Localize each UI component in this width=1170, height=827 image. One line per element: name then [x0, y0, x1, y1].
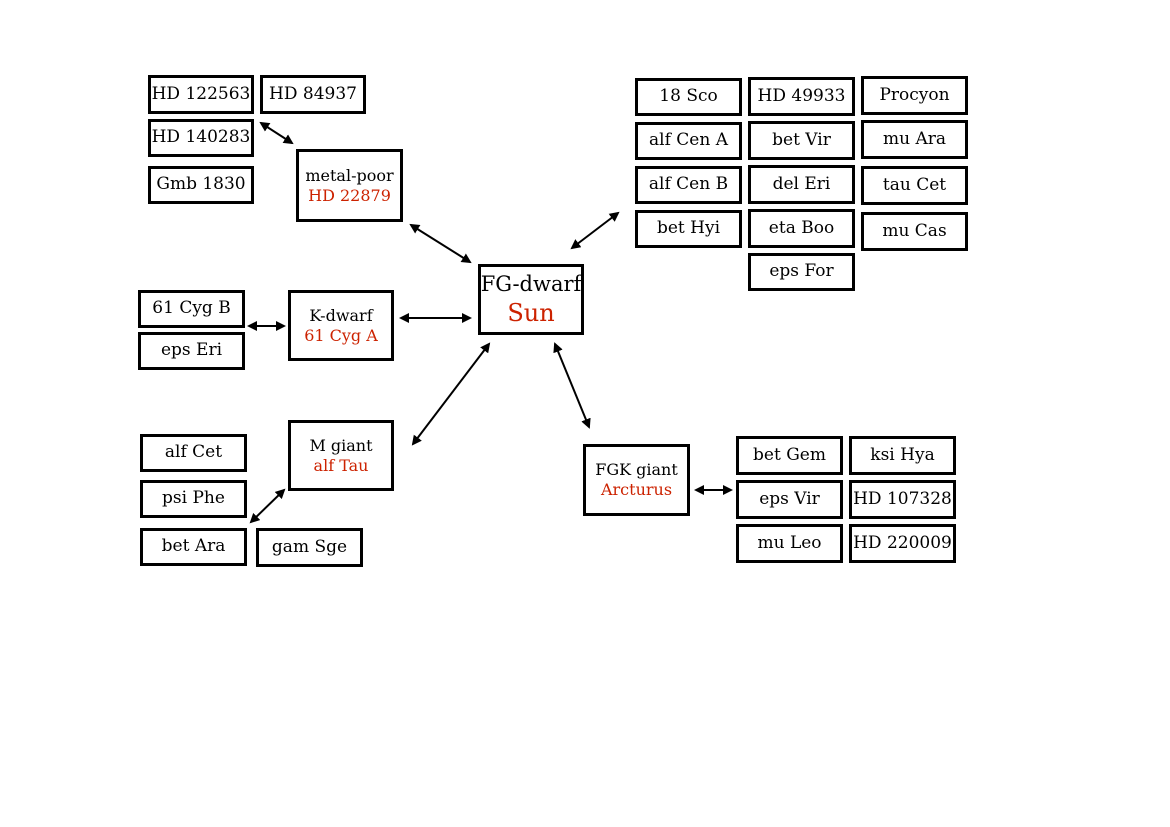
star-box: Procyon	[861, 76, 968, 115]
star-box: HD 49933	[748, 77, 855, 116]
star-label: bet Hyi	[656, 218, 721, 239]
star-box: HD 84937	[260, 75, 366, 114]
star-label: eps Vir	[759, 488, 820, 509]
fg-dwarf-node: FG-dwarf Sun	[478, 264, 584, 335]
star-box: eta Boo	[748, 209, 855, 248]
star-label: ksi Hya	[870, 444, 935, 465]
m-giant-title: M giant	[309, 435, 373, 455]
star-box: bet Ara	[140, 528, 247, 566]
star-box: HD 140283	[148, 119, 254, 157]
star-label: HD 122563	[151, 83, 251, 104]
star-box: eps Vir	[736, 480, 843, 519]
star-label: Procyon	[879, 84, 950, 105]
star-box: HD 220009	[849, 524, 956, 563]
star-label: mu Leo	[757, 532, 822, 553]
arrow-sun-metal-poor	[409, 223, 472, 264]
arrow-sun-fgk-giant	[553, 342, 591, 429]
star-box: HD 122563	[148, 75, 254, 114]
star-label: HD 107328	[853, 488, 952, 509]
star-box: bet Gem	[736, 436, 843, 475]
arrow-sun-m-giant	[411, 342, 491, 446]
star-label: psi Phe	[162, 488, 225, 509]
star-box: gam Sge	[256, 528, 363, 567]
star-label: HD 49933	[757, 85, 846, 106]
arrow-metal-poor-members	[259, 121, 294, 145]
star-box: HD 107328	[849, 480, 956, 519]
star-label: alf Cet	[164, 442, 223, 463]
star-box: alf Cet	[140, 434, 247, 472]
m-giant-node: M giant alf Tau	[288, 420, 394, 491]
fg-dwarf-title: FG-dwarf	[480, 272, 582, 297]
star-box: mu Leo	[736, 524, 843, 563]
star-label: 18 Sco	[659, 86, 718, 107]
sun-label: Sun	[507, 298, 555, 327]
star-box: eps For	[748, 253, 855, 291]
k-dwarf-node: K-dwarf 61 Cyg A	[288, 290, 394, 361]
star-label: eta Boo	[768, 217, 835, 238]
star-label: mu Ara	[882, 128, 946, 149]
star-label: Gmb 1830	[156, 174, 246, 195]
star-box: psi Phe	[140, 480, 247, 518]
metal-poor-representative: HD 22879	[308, 185, 391, 205]
fgk-giant-node: FGK giant Arcturus	[583, 444, 690, 516]
star-box: eps Eri	[138, 332, 245, 370]
star-label: bet Gem	[753, 444, 826, 465]
star-label: gam Sge	[271, 536, 348, 557]
arrow-m-giant-members	[249, 488, 286, 524]
star-box: bet Hyi	[635, 210, 742, 248]
star-box: mu Ara	[861, 120, 968, 159]
star-box: 18 Sco	[635, 78, 742, 116]
fgk-giant-title: FGK giant	[595, 460, 678, 479]
star-box: bet Vir	[748, 121, 855, 160]
metal-poor-title: metal-poor	[305, 165, 394, 185]
m-giant-representative: alf Tau	[313, 455, 369, 475]
star-box: alf Cen B	[635, 166, 742, 204]
star-box: tau Cet	[861, 166, 968, 205]
fgk-giant-representative: Arcturus	[600, 480, 673, 499]
star-label: del Eri	[772, 173, 831, 194]
star-label: alf Cen B	[648, 174, 729, 195]
star-label: HD 220009	[853, 532, 952, 553]
star-label: mu Cas	[882, 220, 947, 241]
star-box: mu Cas	[861, 212, 968, 251]
star-box: del Eri	[748, 165, 855, 204]
star-box: 61 Cyg B	[138, 290, 245, 328]
star-box: Gmb 1830	[148, 166, 254, 204]
star-label: 61 Cyg B	[152, 298, 231, 319]
arrow-sun-fg-dwarf-members	[570, 211, 620, 250]
star-label: bet Ara	[161, 536, 226, 557]
star-label: bet Vir	[772, 129, 831, 150]
star-box: ksi Hya	[849, 436, 956, 475]
star-label: alf Cen A	[649, 130, 728, 151]
k-dwarf-representative: 61 Cyg A	[304, 325, 378, 345]
star-label: eps Eri	[160, 340, 223, 361]
star-label: tau Cet	[882, 174, 947, 195]
star-box: alf Cen A	[635, 122, 742, 160]
star-label: eps For	[769, 261, 834, 282]
metal-poor-node: metal-poor HD 22879	[296, 149, 403, 222]
k-dwarf-title: K-dwarf	[309, 305, 373, 325]
star-label: HD 84937	[269, 83, 357, 104]
star-label: HD 140283	[151, 127, 251, 148]
